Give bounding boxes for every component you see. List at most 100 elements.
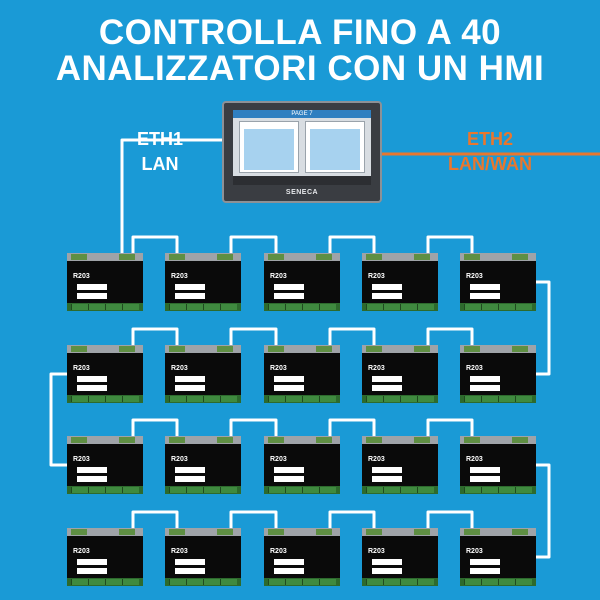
module-display-slot: [175, 467, 205, 473]
module-status-led: [414, 254, 430, 260]
daisy-chain-wire-r1-c3: [328, 235, 376, 253]
module-top-connector: [165, 436, 241, 444]
analyzer-module: R203: [264, 345, 340, 403]
module-status-led: [366, 346, 382, 352]
module-terminal-block: [460, 395, 536, 403]
module-terminal: [515, 396, 532, 402]
module-terminal-block: [67, 395, 143, 403]
module-status-led: [414, 529, 430, 535]
module-status-led: [316, 254, 332, 260]
module-terminal-block: [165, 303, 241, 311]
module-terminal: [186, 487, 203, 493]
module-top-connector: [67, 345, 143, 353]
module-terminal: [319, 396, 336, 402]
analyzer-module: R203: [67, 253, 143, 311]
daisy-chain-wire-r4-c4: [426, 510, 474, 528]
module-terminal: [203, 304, 220, 310]
module-label: R203: [171, 548, 188, 555]
module-terminal-block: [165, 486, 241, 494]
module-terminal: [400, 579, 417, 585]
module-terminal: [319, 304, 336, 310]
module-top-connector: [264, 345, 340, 353]
module-display-slot: [274, 293, 304, 299]
module-terminal: [203, 487, 220, 493]
module-status-led: [217, 529, 233, 535]
module-terminal: [417, 487, 434, 493]
module-top-connector: [460, 345, 536, 353]
module-body: R203: [67, 444, 143, 486]
hmi-panel: PAGE 7 SENECA: [222, 101, 382, 203]
module-terminal: [383, 396, 400, 402]
module-terminal: [366, 487, 383, 493]
module-terminal: [88, 396, 105, 402]
module-display-slot: [470, 284, 500, 290]
analyzer-module: R203: [460, 345, 536, 403]
analyzer-module: R203: [67, 436, 143, 494]
module-terminal: [464, 487, 481, 493]
module-body: R203: [165, 444, 241, 486]
module-body: R203: [264, 353, 340, 395]
module-display-slot: [470, 476, 500, 482]
module-terminal: [88, 487, 105, 493]
module-status-led: [512, 529, 528, 535]
module-display-slot: [77, 385, 107, 391]
module-terminal: [71, 304, 88, 310]
module-status-led: [169, 346, 185, 352]
daisy-chain-wire-r4-c1: [131, 510, 179, 528]
module-status-led: [366, 254, 382, 260]
module-body: R203: [460, 536, 536, 578]
module-display-slot: [470, 568, 500, 574]
module-body: R203: [264, 261, 340, 303]
module-display-slot: [470, 376, 500, 382]
module-display-slot: [274, 467, 304, 473]
module-display-slot: [372, 568, 402, 574]
module-terminal: [400, 487, 417, 493]
module-body: R203: [460, 444, 536, 486]
module-status-led: [512, 346, 528, 352]
title-line-2: ANALIZZATORI CON UN HMI: [55, 49, 545, 88]
module-label: R203: [368, 456, 385, 463]
analyzer-module: R203: [460, 253, 536, 311]
module-terminal: [383, 579, 400, 585]
module-terminal: [481, 487, 498, 493]
eth1-port-label: ETH1: [136, 129, 183, 149]
analyzer-module: R203: [362, 345, 438, 403]
module-display-slot: [77, 476, 107, 482]
module-body: R203: [264, 444, 340, 486]
analyzer-module: R203: [165, 253, 241, 311]
module-display-slot: [77, 284, 107, 290]
module-status-led: [464, 437, 480, 443]
analyzer-module: R203: [165, 345, 241, 403]
module-body: R203: [67, 536, 143, 578]
module-terminal: [186, 396, 203, 402]
module-terminal: [88, 304, 105, 310]
analyzer-module: R203: [264, 253, 340, 311]
row-link-wire-2: [49, 372, 67, 467]
module-terminal-block: [362, 578, 438, 586]
module-terminal: [481, 396, 498, 402]
module-top-connector: [165, 528, 241, 536]
module-status-led: [268, 346, 284, 352]
module-terminal: [366, 579, 383, 585]
module-top-connector: [67, 253, 143, 261]
module-terminal: [498, 304, 515, 310]
module-display-slot: [274, 559, 304, 565]
module-label: R203: [270, 273, 287, 280]
module-status-led: [119, 346, 135, 352]
module-top-connector: [165, 253, 241, 261]
module-label: R203: [466, 456, 483, 463]
analyzer-module: R203: [67, 345, 143, 403]
module-status-led: [316, 346, 332, 352]
module-body: R203: [362, 536, 438, 578]
module-top-connector: [67, 528, 143, 536]
module-terminal: [464, 396, 481, 402]
module-status-led: [169, 254, 185, 260]
module-terminal: [417, 579, 434, 585]
module-display-slot: [77, 559, 107, 565]
module-terminal-block: [165, 395, 241, 403]
module-terminal: [220, 487, 237, 493]
module-display-slot: [175, 385, 205, 391]
module-terminal: [383, 487, 400, 493]
module-terminal-block: [362, 303, 438, 311]
module-display-slot: [372, 467, 402, 473]
